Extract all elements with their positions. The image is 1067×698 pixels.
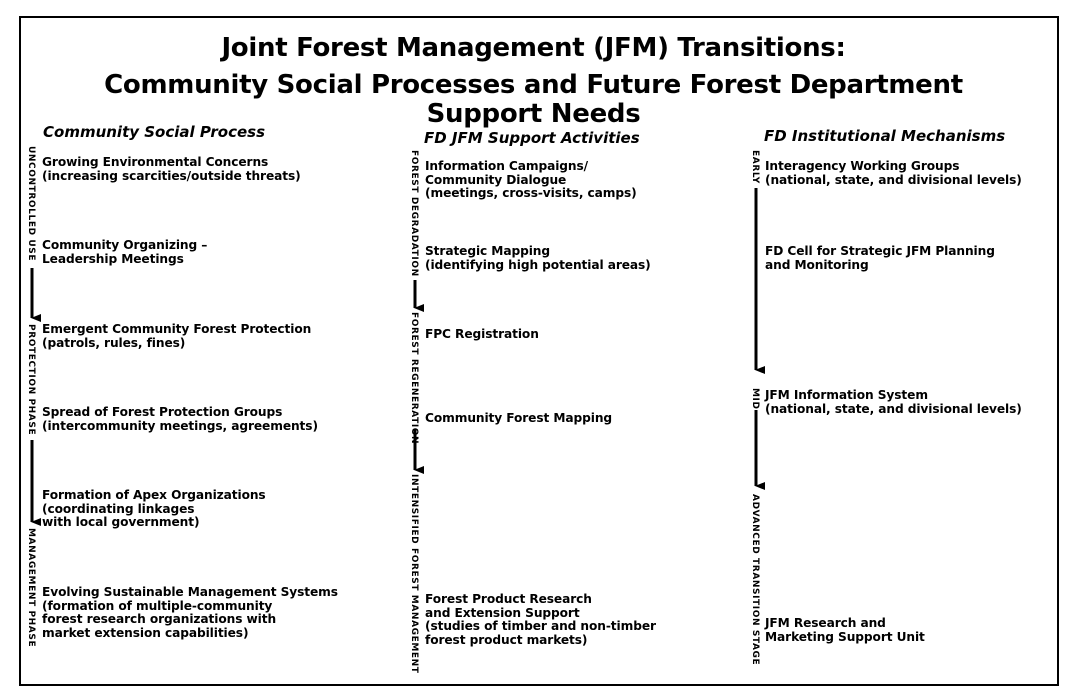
item-detail: (studies of timber and non-timber: [425, 619, 656, 633]
institutional-mechanism-item: Interagency Working Groups (national, st…: [765, 159, 1022, 187]
diagram-frame: [19, 16, 1059, 686]
social-process-item: Growing Environmental Concerns (increasi…: [42, 155, 301, 183]
social-process-item: Spread of Forest Protection Groups (inte…: [42, 405, 318, 433]
item-title: JFM Information System: [765, 388, 928, 402]
item-title: Evolving Sustainable Management Systems: [42, 585, 338, 599]
item-title: Community Forest Mapping: [425, 411, 613, 425]
social-process-item: Community Organizing – Leadership Meetin…: [42, 238, 208, 266]
item-title: Spread of Forest Protection Groups: [42, 405, 283, 419]
item-title: Growing Environmental Concerns: [42, 155, 269, 169]
item-title: Community Organizing –: [42, 238, 208, 252]
support-activity-item: Information Campaigns/ Community Dialogu…: [425, 159, 637, 201]
institutional-mechanism-item: JFM Information System (national, state,…: [765, 388, 1022, 416]
social-process-item: Evolving Sustainable Management Systems …: [42, 585, 338, 640]
item-detail: Community Dialogue: [425, 172, 567, 187]
title-line-1: Joint Forest Management (JFM) Transition…: [221, 33, 846, 63]
item-title: Formation of Apex Organizations: [42, 488, 266, 502]
phase-label-management-phase: MANAGEMENT PHASE: [26, 528, 36, 648]
item-detail: (formation of multiple-community: [42, 598, 273, 613]
item-detail: (national, state, and divisional levels): [765, 401, 1022, 416]
phase-label-protection-phase: PROTECTION PHASE: [26, 324, 36, 436]
item-detail: (national, state, and divisional levels): [765, 172, 1022, 187]
item-title: FD Cell for Strategic JFM Planning: [765, 244, 995, 258]
item-detail: (intercommunity meetings, agreements): [42, 418, 318, 433]
phase-label-early: EARLY: [750, 150, 760, 184]
column-heading-fd-institutional-mechanisms: FD Institutional Mechanisms: [764, 127, 1006, 145]
support-activity-item: Strategic Mapping (identifying high pote…: [425, 244, 651, 272]
phase-label-mid: MID: [750, 388, 760, 410]
institutional-mechanism-item: FD Cell for Strategic JFM Planning and M…: [765, 244, 995, 272]
phase-label-forest-degradation: FOREST DEGRADATION: [409, 150, 419, 277]
item-detail: (coordinating linkages: [42, 501, 195, 516]
item-detail: Marketing Support Unit: [765, 629, 925, 644]
item-detail: and Extension Support: [425, 605, 580, 620]
item-title: JFM Research and: [765, 616, 886, 630]
item-title: Information Campaigns/: [425, 159, 589, 173]
item-detail: with local government): [42, 515, 200, 529]
institutional-mechanism-item: JFM Research and Marketing Support Unit: [765, 616, 925, 644]
title-line-2: Community Social Processes and Future Fo…: [104, 70, 963, 100]
item-title: Strategic Mapping: [425, 244, 550, 258]
support-activity-item: Forest Product Research and Extension Su…: [425, 592, 656, 647]
column-heading-community-social-process: Community Social Process: [43, 123, 266, 141]
item-detail: and Monitoring: [765, 257, 869, 272]
item-title: Forest Product Research: [425, 592, 592, 606]
support-activity-item: FPC Registration: [425, 327, 539, 342]
item-detail: forest product markets): [425, 632, 588, 647]
social-process-item: Emergent Community Forest Protection (pa…: [42, 322, 312, 350]
item-title: Emergent Community Forest Protection: [42, 322, 312, 336]
phase-label-intensified-forest-management: INTENSIFIED FOREST MANAGEMENT: [409, 474, 419, 674]
title-line-3: Support Needs: [426, 99, 641, 129]
item-detail: (meetings, cross-visits, camps): [425, 186, 637, 200]
item-detail: Leadership Meetings: [42, 251, 184, 266]
item-detail: market extension capabilities): [42, 625, 249, 640]
item-detail: (identifying high potential areas): [425, 257, 651, 272]
item-title: Interagency Working Groups: [765, 159, 960, 173]
social-process-item: Formation of Apex Organizations (coordin…: [42, 488, 266, 530]
item-detail: (patrols, rules, fines): [42, 335, 186, 350]
column-heading-fd-jfm-support-activities: FD JFM Support Activities: [424, 129, 640, 147]
item-detail: forest research organizations with: [42, 612, 277, 626]
phase-label-advanced-transition-stage: ADVANCED TRANSITION STAGE: [750, 494, 760, 666]
support-activity-item: Community Forest Mapping: [425, 411, 613, 426]
phase-label-uncontrolled-use: UNCONTROLLED USE: [26, 146, 36, 262]
item-title: FPC Registration: [425, 327, 539, 341]
item-detail: (increasing scarcities/outside threats): [42, 168, 301, 183]
phase-label-forest-regeneration: FOREST REGENERATION: [409, 312, 419, 445]
